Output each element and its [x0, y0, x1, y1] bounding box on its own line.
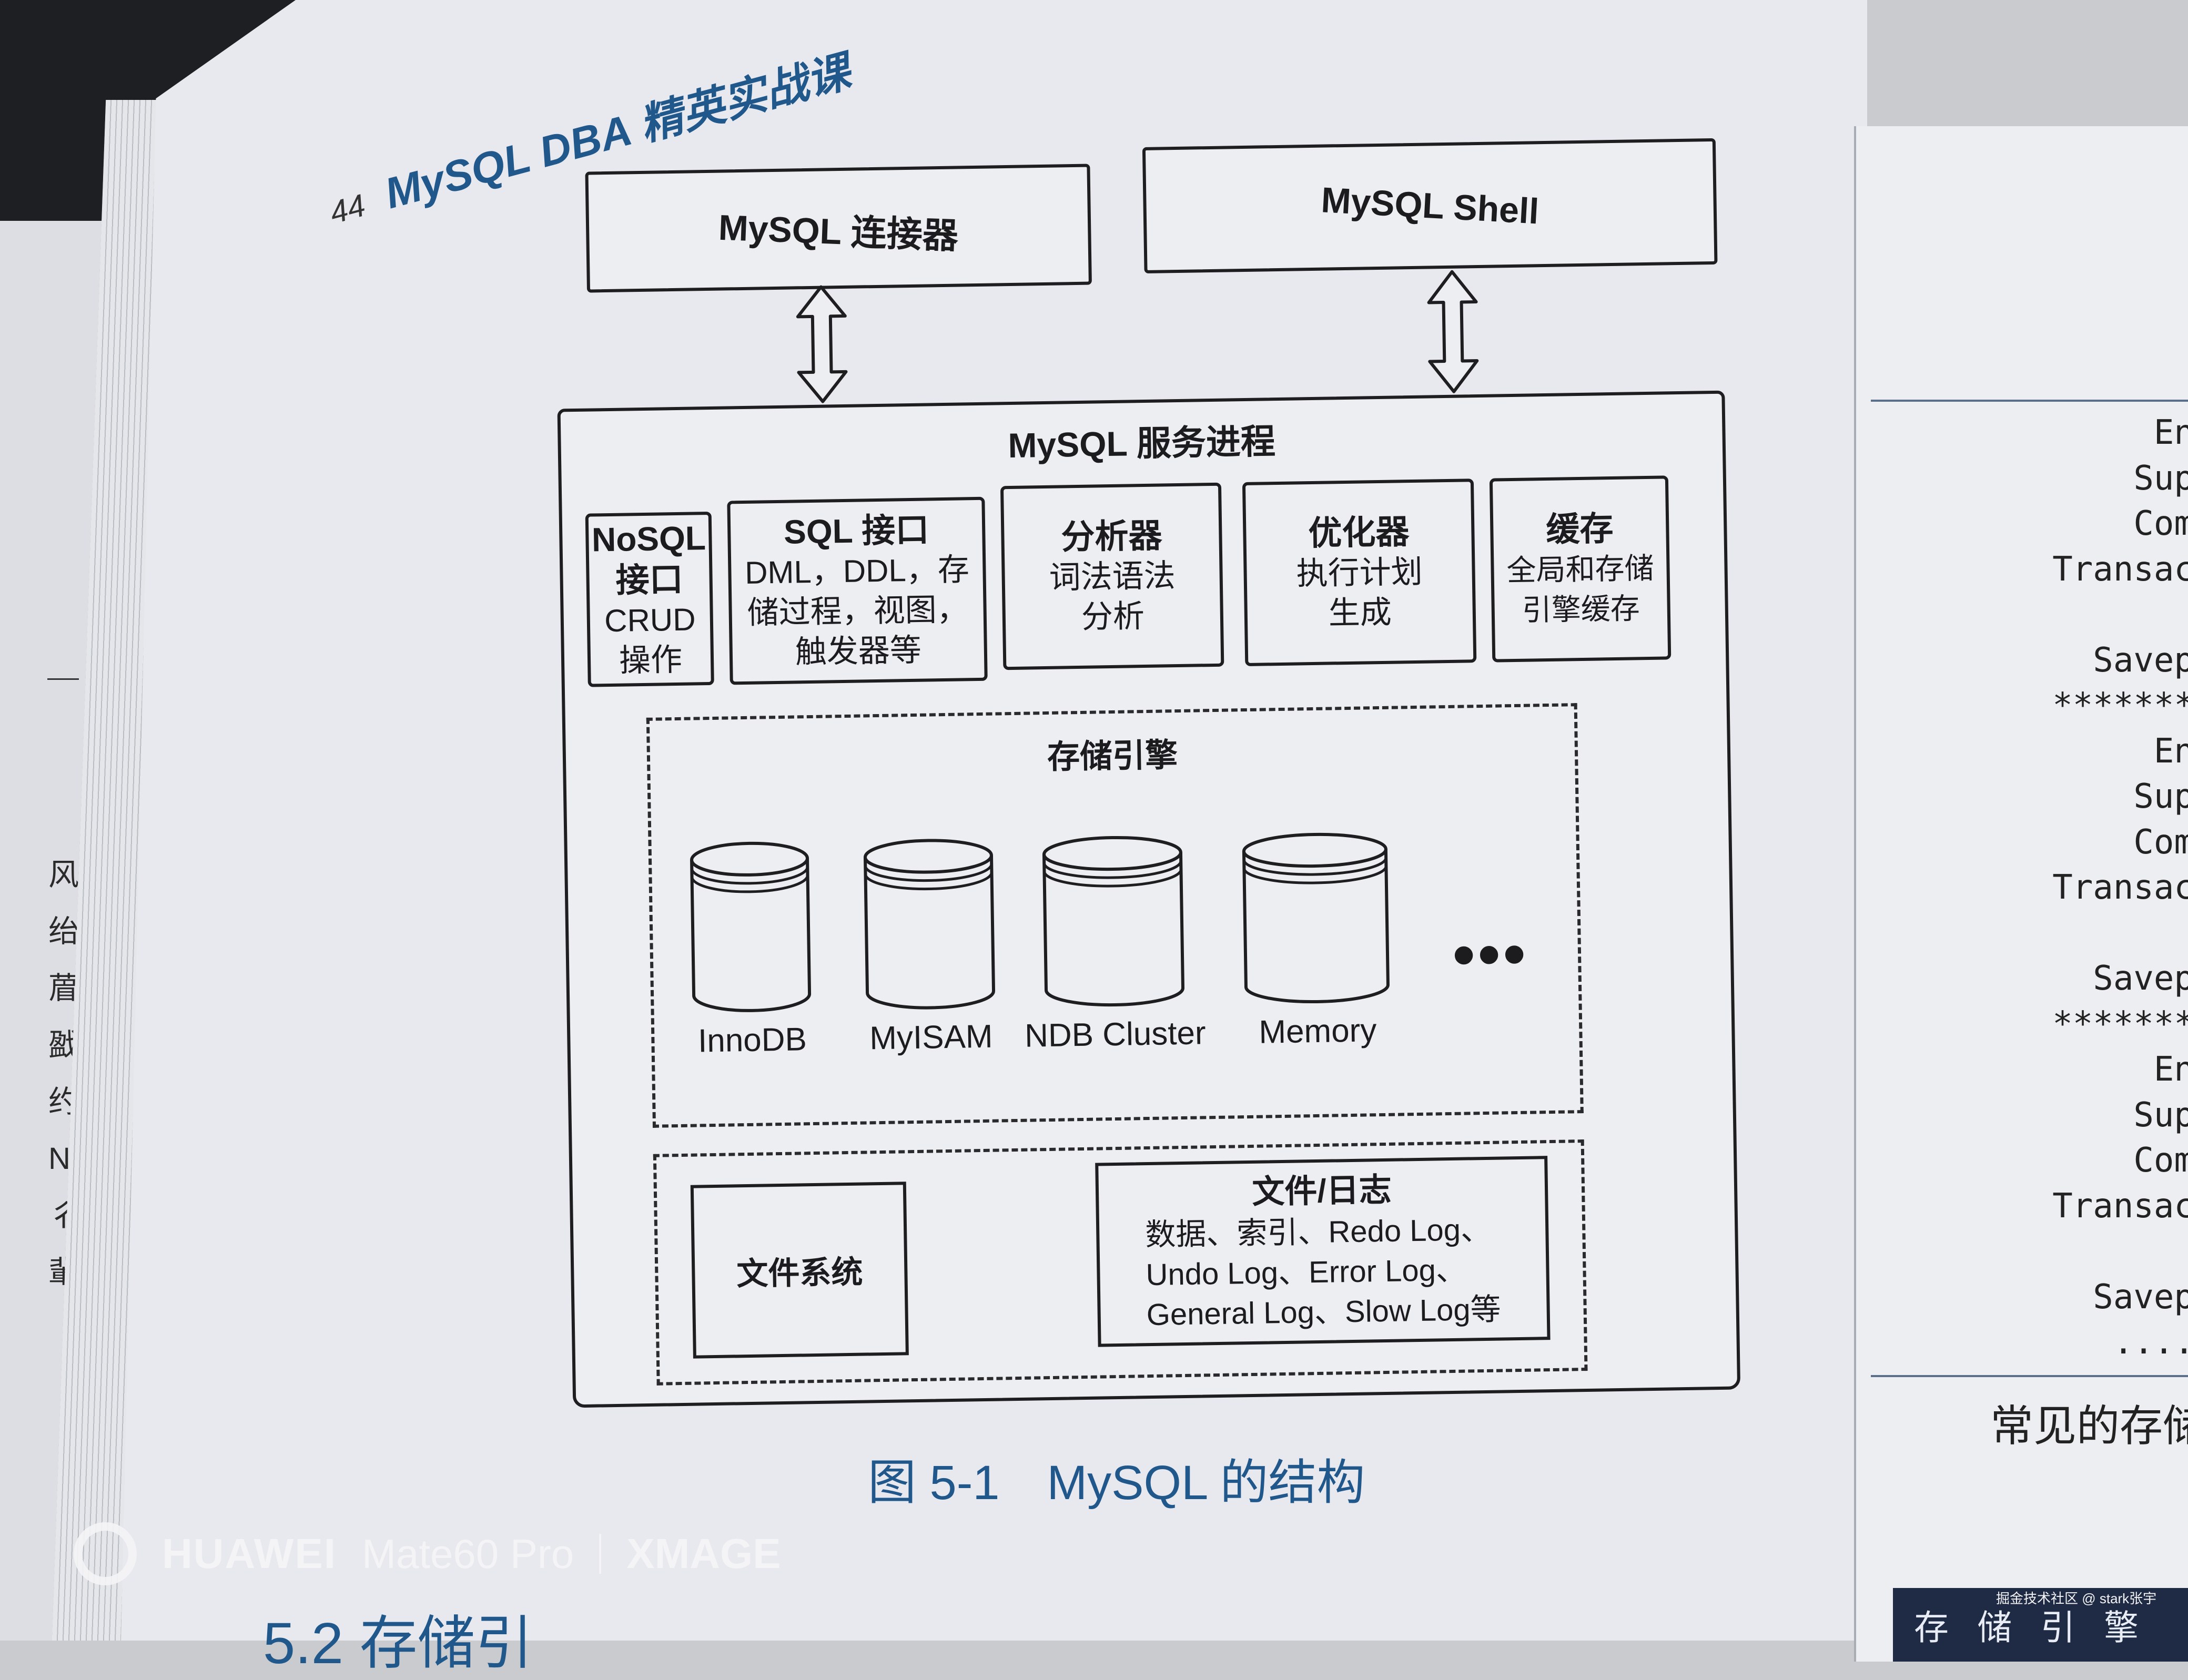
code-line: ...... [2113, 1323, 2188, 1362]
left-char: N [48, 1142, 70, 1176]
code-line: Suppo [2133, 777, 2188, 816]
code-line: ********* [2052, 686, 2188, 725]
left-char: 戤 [48, 1028, 79, 1062]
code-line: Suppo [2133, 1095, 2188, 1135]
file-log-box: 文件/日志 数据、索引、Redo Log、 Undo Log、Error Log… [1095, 1156, 1551, 1347]
nosql-interface-module: NoSQL 接口 CRUD 操作 [585, 511, 714, 687]
module-desc: 执行计划 生成 [1296, 554, 1423, 631]
file-log-desc: 数据、索引、Redo Log、 Undo Log、Error Log、 Gene… [1144, 1212, 1502, 1332]
code-line: Comme [2133, 822, 2188, 862]
right-page-code: EngiSuppoCommeTransactiXSavepoi*********… [1877, 410, 2188, 1366]
engine-label: MyISAM [869, 1018, 994, 1057]
mysql-shell-label: MySQL Shell [1320, 180, 1540, 232]
mysql-connector-label: MySQL 连接器 [717, 207, 959, 256]
engine-ndb-cluster-cylinder: NDB Cluster [1025, 833, 1206, 1054]
database-icon [1242, 832, 1390, 1004]
figure-caption: 图 5-1 MySQL 的结构 [868, 1443, 1365, 1513]
right-page-caption: 常见的存储 [1990, 1402, 2188, 1450]
engine-myisam-cylinder: MyISAM [862, 837, 997, 1056]
code-line: ********* [2052, 1004, 2188, 1044]
code-line: Savepoi [2093, 640, 2188, 680]
parser-module: 分析器 词法语法 分析 [1000, 482, 1224, 670]
storage-engine-title: 存储引擎 [1047, 737, 1178, 776]
code-line: Transacti [2052, 868, 2188, 907]
module-desc: DML，DDL，存 储过程，视图， 触发器等 [744, 552, 970, 670]
watermark-brand: HUAWEI [162, 1530, 337, 1577]
engine-memory-cylinder: Memory [1240, 830, 1391, 1051]
code-line: Transacti [2052, 1186, 2188, 1226]
double-arrow-icon [1427, 270, 1479, 393]
code-line [1877, 1229, 2188, 1275]
module-title: 分析器 [1060, 516, 1163, 556]
module-desc: 词法语法 分析 [1049, 558, 1176, 635]
figure-title: MySQL 的结构 [1047, 1456, 1365, 1510]
left-char: 绐 [48, 914, 79, 949]
code-line: Comme [2133, 1141, 2188, 1180]
code-line: Engi [2153, 413, 2188, 452]
module-desc: 全局和存储 引擎缓存 [1506, 551, 1655, 627]
source-credit: 掘金技术社区 @ stark张宇 [1996, 1591, 2157, 1606]
engine-cylinders: InnoDB MyISAM NDB Cluster Memory [650, 706, 1574, 1059]
leica-ring-icon [74, 1522, 137, 1585]
more-engines-ellipsis: ••• [1452, 918, 1529, 990]
code-line: Transacti [2052, 549, 2188, 589]
engine-innodb-cylinder: InnoDB [688, 839, 813, 1059]
code-line: Comme [2133, 504, 2188, 543]
right-page: EngiSuppoCommeTransactiXSavepoi*********… [1854, 126, 2188, 1662]
module-title: 缓存 [1545, 510, 1614, 549]
optimizer-module: 优化器 执行计划 生成 [1242, 478, 1477, 667]
camera-watermark: HUAWEI Mate60 Pro XMAGE [74, 1522, 781, 1585]
cache-module: 缓存 全局和存储 引擎缓存 [1489, 475, 1672, 663]
sql-interface-module: SQL 接口 DML，DDL，存 储过程，视图， 触发器等 [727, 496, 988, 685]
module-desc: CRUD 操作 [604, 602, 696, 678]
module-title: 优化器 [1308, 513, 1410, 553]
storage-engine-group: 存储引擎 InnoDB MyISAM NDB Cluster Memory ••• [646, 703, 1584, 1128]
left-page-rule [47, 678, 79, 680]
filesystem-label: 文件系统 [736, 1254, 863, 1291]
module-title: NoSQL 接口 [591, 519, 706, 599]
watermark-separator [599, 1534, 602, 1574]
engine-label: NDB Cluster [1024, 1015, 1207, 1054]
figure-label: 图 5-1 [868, 1456, 1000, 1510]
database-icon [690, 841, 812, 1012]
mysql-shell-box: MySQL Shell [1142, 138, 1718, 273]
left-char: 约 [48, 1085, 79, 1119]
engine-label: Memory [1258, 1012, 1377, 1051]
code-line: Savepoi [2093, 1277, 2188, 1317]
filesystem-box: 文件系统 [690, 1182, 909, 1359]
code-line: Engi [2153, 1050, 2188, 1089]
watermark-camera: XMAGE [626, 1530, 781, 1577]
code-line: X [1877, 911, 2188, 956]
double-arrow-icon [796, 285, 848, 403]
left-char: 葿 [48, 971, 79, 1005]
code-line: X [1877, 592, 2188, 638]
right-page-rule [1871, 1375, 2188, 1377]
engine-label: InnoDB [697, 1021, 807, 1060]
mysql-architecture-diagram: MySQL 连接器 MySQL Shell MySQL 服务进程 NoSQL 接… [542, 96, 1751, 1413]
next-section-heading: 5.2 存储引 [263, 1611, 533, 1676]
code-line: Savepoi [2093, 959, 2188, 998]
left-char: 风 [48, 858, 79, 892]
database-icon [864, 839, 996, 1010]
code-line: Engi [2153, 731, 2188, 771]
watermark-model: Mate60 Pro [362, 1530, 574, 1577]
mysql-connector-box: MySQL 连接器 [585, 164, 1092, 293]
service-title: MySQL 服务进程 [1007, 422, 1276, 465]
right-page-rule [1871, 400, 2188, 402]
database-icon [1042, 836, 1184, 1007]
module-title: SQL 接口 [783, 511, 929, 551]
file-log-title: 文件/日志 [1251, 1172, 1392, 1210]
code-line: Suppo [2133, 459, 2188, 498]
